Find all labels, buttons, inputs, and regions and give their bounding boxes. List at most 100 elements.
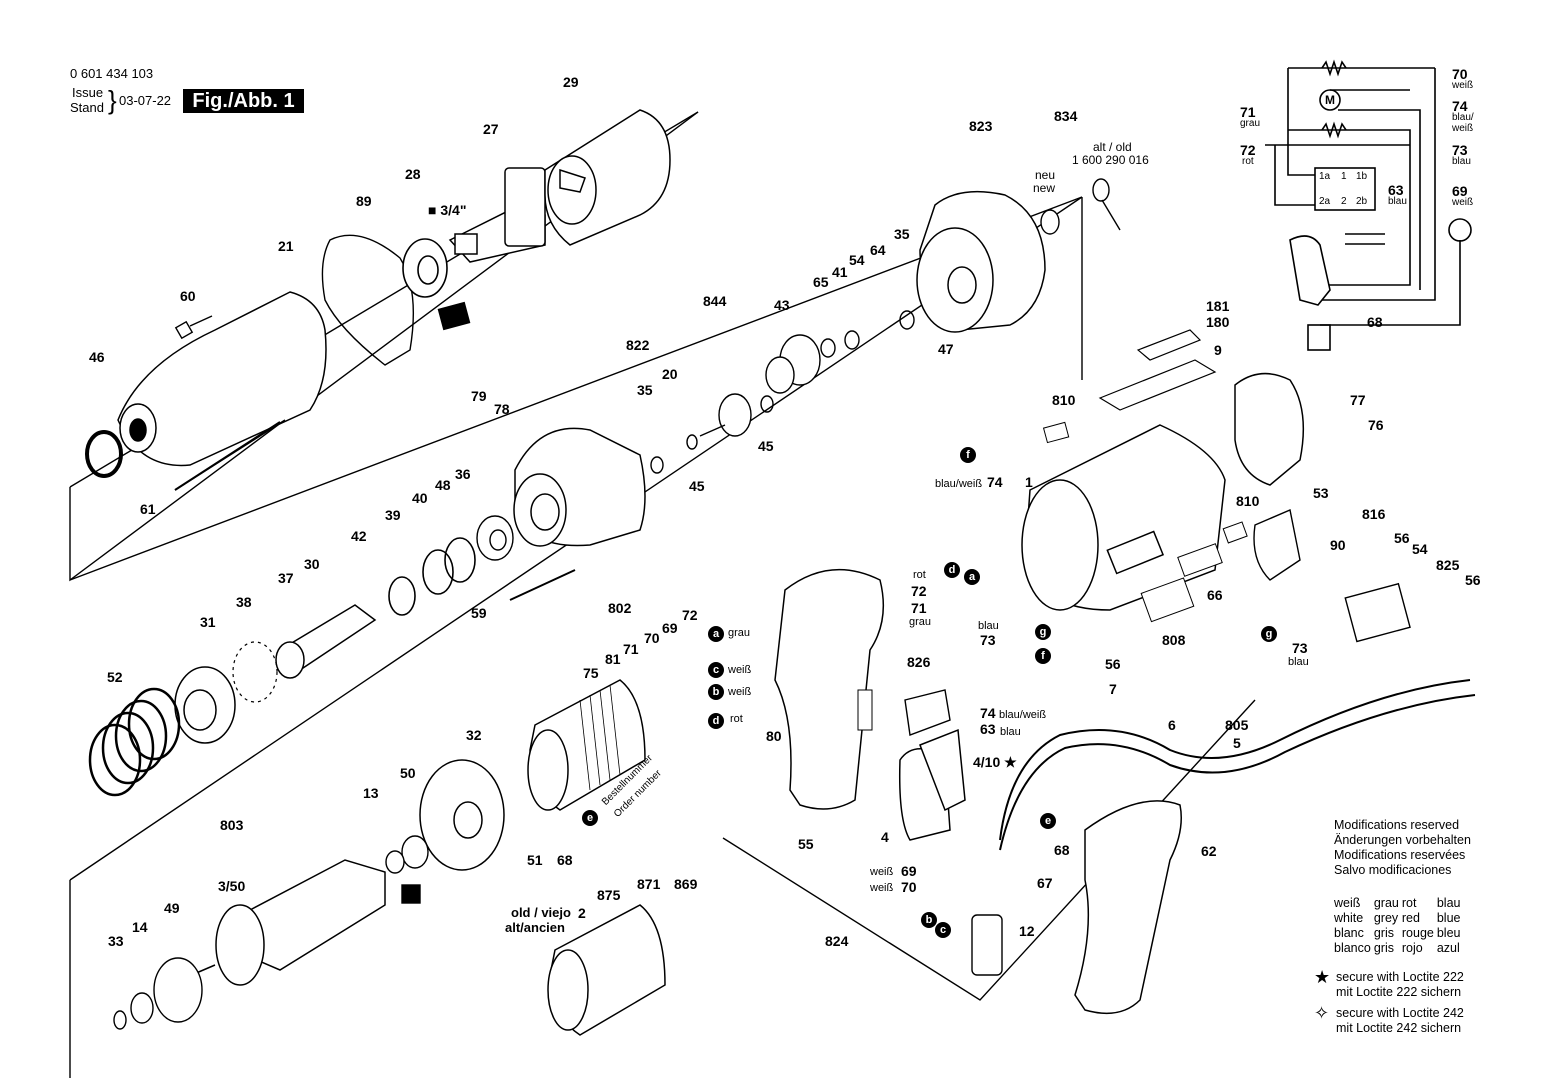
- label-28: 28: [405, 166, 421, 182]
- color-cell: gris: [1373, 941, 1394, 955]
- part-77-cover: [1234, 372, 1305, 486]
- label-74-top-color: blau/weiß: [935, 478, 983, 490]
- color-cell: bleu: [1436, 926, 1461, 940]
- label-71-stator: 71: [623, 641, 639, 657]
- part-46-ring: [85, 430, 123, 478]
- circle-a-switch: a: [964, 569, 980, 585]
- label-68-stator: 68: [557, 852, 573, 868]
- part-4-switch: [898, 728, 966, 841]
- label-21: 21: [278, 238, 294, 254]
- label-5: 5: [1233, 735, 1241, 751]
- label-43: 43: [774, 297, 790, 313]
- circle-c-wire: c: [935, 922, 951, 938]
- sch-label-69-color: weiß: [1452, 197, 1474, 208]
- label-55: 55: [798, 836, 814, 852]
- label-805: 805: [1225, 717, 1249, 733]
- label-69-wire-color: weiß: [870, 866, 894, 878]
- label-36: 36: [455, 466, 471, 482]
- part-59-bolt: [509, 569, 576, 601]
- circle-b-wire: b: [921, 912, 937, 928]
- part-9-label: [1098, 329, 1217, 411]
- label-79: 79: [471, 388, 487, 404]
- label-1600290016: 1 600 290 016: [1072, 153, 1149, 167]
- label-56-b: 56: [1465, 572, 1481, 588]
- label-7: 7: [1109, 681, 1117, 697]
- label-4-10: 4/10 ★: [973, 754, 1017, 770]
- circle-b: b: [708, 684, 724, 700]
- label-50: 50: [400, 765, 416, 781]
- part-825-plate: [1344, 582, 1411, 643]
- label-old-viejo: old / viejo: [511, 905, 571, 920]
- color-cell: weiß: [1334, 896, 1361, 910]
- label-180: 180: [1206, 314, 1230, 330]
- label-6: 6: [1168, 717, 1176, 733]
- part-48-40-rings: [388, 537, 476, 616]
- color-cell: gris: [1373, 926, 1394, 940]
- terminal-1a: 1a: [1319, 171, 1331, 182]
- loctite-222-en: secure with Loctite 222: [1336, 970, 1464, 984]
- label-81: 81: [605, 651, 621, 667]
- label-63-switch: 63: [980, 721, 996, 737]
- sch-label-74: 74: [1452, 98, 1468, 114]
- schematic-resistors: [1321, 59, 1347, 139]
- figure-label: Fig./Abb. 1: [183, 89, 304, 113]
- part-38-balls: [232, 641, 278, 703]
- label-810-right: 810: [1236, 493, 1260, 509]
- label-12: 12: [1019, 923, 1035, 939]
- label-77: 77: [1350, 392, 1366, 408]
- label-4-10-text: 4/10: [973, 754, 1001, 770]
- sch-label-71-color: grau: [1240, 118, 1261, 129]
- label-73-right: 73: [1292, 640, 1308, 656]
- circle-f-switch: f: [1035, 648, 1051, 664]
- part-822-flange: [513, 427, 646, 547]
- label-29: 29: [563, 74, 579, 90]
- label-68-wire: 68: [1054, 842, 1070, 858]
- part-6-cable: [999, 679, 1476, 851]
- part-31-cam: [174, 666, 236, 744]
- circle-d-switch: d: [944, 562, 960, 578]
- circle-c: c: [708, 662, 724, 678]
- wire-color-grau: grau: [728, 627, 751, 639]
- label-47: 47: [938, 341, 954, 357]
- label-35-mid: 35: [637, 382, 653, 398]
- label-69-stator: 69: [662, 620, 678, 636]
- wire-color-weiss-2: weiß: [728, 686, 752, 698]
- circle-a: a: [708, 626, 724, 642]
- label-53: 53: [1313, 485, 1329, 501]
- label-48: 48: [435, 477, 451, 493]
- color-cell: rouge: [1401, 926, 1434, 940]
- part-switch-spacer: [857, 689, 873, 731]
- filled-star-icon: ★: [1314, 967, 1331, 987]
- label-803: 803: [220, 817, 244, 833]
- label-76: 76: [1368, 417, 1384, 433]
- label-825: 825: [1436, 557, 1460, 573]
- sch-label-70-color: weiß: [1452, 80, 1474, 91]
- mod-es: Salvo modificaciones: [1334, 863, 1452, 877]
- label-46: 46: [89, 349, 105, 365]
- label-38: 38: [236, 594, 252, 610]
- label-56-c: 56: [1105, 656, 1121, 672]
- part-12-connector: [971, 914, 1003, 976]
- label-808: 808: [1162, 632, 1186, 648]
- part-66-label: [1177, 543, 1223, 577]
- label-802: 802: [608, 600, 632, 616]
- label-4: 4: [881, 829, 889, 845]
- part-826-switch-top: [904, 689, 951, 736]
- label-54-right: 54: [1412, 541, 1428, 557]
- label-alt-ancien: alt/ancien: [505, 920, 565, 935]
- label-74-top: 74: [987, 474, 1003, 490]
- label-45-left: 45: [689, 478, 705, 494]
- label-grau-switch: grau: [909, 616, 932, 628]
- color-cell: red: [1401, 911, 1420, 925]
- label-62: 62: [1201, 843, 1217, 859]
- mod-en: Modifications reserved: [1334, 818, 1460, 832]
- label-70-wire-color: weiß: [870, 882, 894, 894]
- modifications-note: Modifications reserved Änderungen vorbeh…: [1334, 818, 1471, 878]
- label-35-top: 35: [894, 226, 910, 242]
- color-cell: rot: [1401, 896, 1417, 910]
- drive-size: ■ 3/4": [428, 202, 467, 218]
- part-30-spindle: [275, 604, 377, 679]
- part-823-cover: [916, 190, 1046, 333]
